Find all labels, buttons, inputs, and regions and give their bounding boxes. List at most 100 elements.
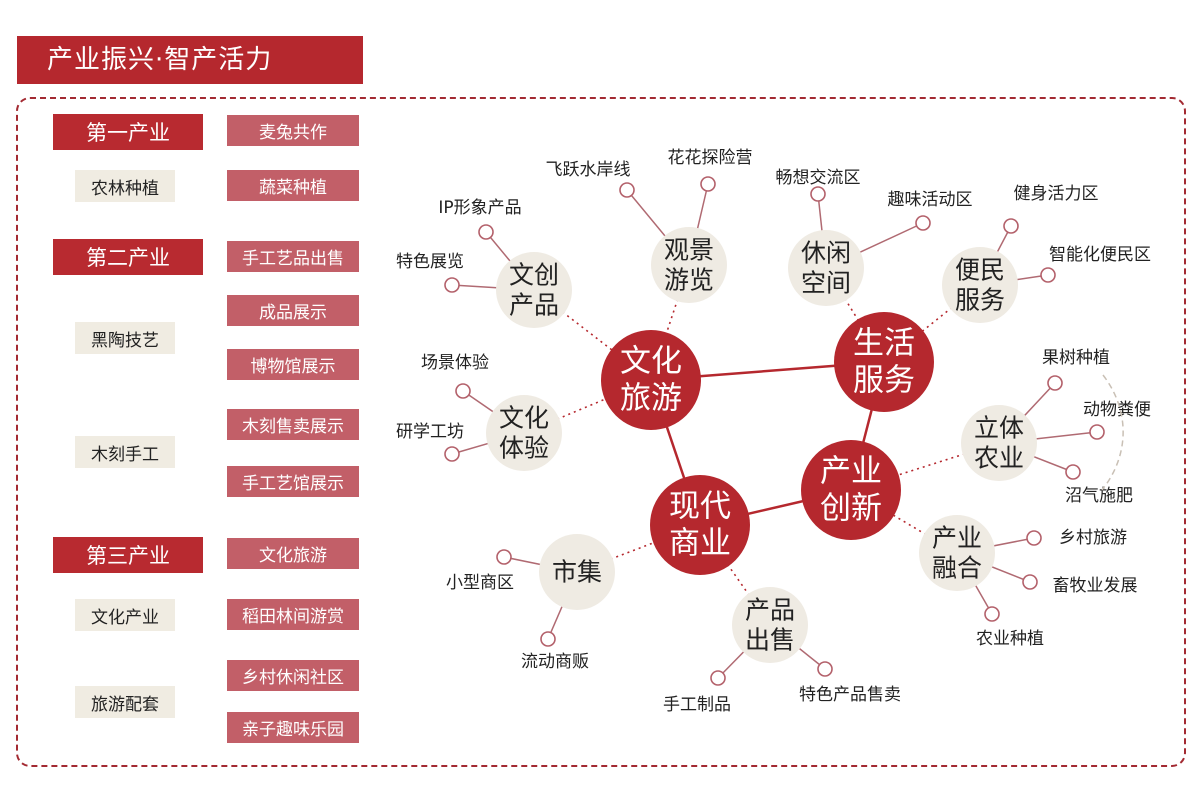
item-vegetable-planting: 蔬菜种植 xyxy=(227,170,359,201)
leaf-label-liti-2: 沼气施肥 xyxy=(1065,486,1133,506)
leaf-label-wenhuatiyan-1: 研学工坊 xyxy=(396,422,464,442)
hub-chanye-label-line-1: 创新 xyxy=(820,491,882,527)
leaf-dot-bianmin-0 xyxy=(1003,218,1019,234)
node-liti xyxy=(961,405,1037,481)
sub-agriculture-forestry: 农林种植 xyxy=(75,170,175,202)
node-ronghe-label-line-0: 产业 xyxy=(932,524,982,553)
item-wheat-rabbit: 麦兔共作 xyxy=(227,115,359,146)
leaf-dot-chanpin-1 xyxy=(817,661,833,677)
hub-chanye xyxy=(801,440,901,540)
leaf-dot-ronghe-1 xyxy=(1022,574,1038,590)
leaf-label-ronghe-0: 乡村旅游 xyxy=(1059,528,1127,548)
leaf-dot-shiji-0 xyxy=(496,549,512,565)
leaf-dot-wenhuatiyan-0 xyxy=(455,383,471,399)
node-wenchuang-label-line-1: 产品 xyxy=(509,291,559,320)
sub-tourism-support: 旅游配套 xyxy=(75,686,175,718)
leaf-dot-liti-0 xyxy=(1047,375,1063,391)
hub-wenhua-label-line-0: 文化 xyxy=(620,343,682,379)
leaf-dot-liti-1 xyxy=(1089,424,1105,440)
item-museum-display: 博物馆展示 xyxy=(227,349,359,380)
node-chanpin-label-line-0: 产品 xyxy=(745,596,795,625)
item-rural-leisure-community: 乡村休闲社区 xyxy=(227,660,359,691)
node-chanpin xyxy=(732,587,808,663)
leaf-label-bianmin-0: 健身活力区 xyxy=(1014,184,1099,204)
sub-cultural-industry: 文化产业 xyxy=(75,599,175,631)
hub-xiandai-label-line-1: 商业 xyxy=(669,526,731,562)
leaf-label-guanjing-0: 飞跃水岸线 xyxy=(546,160,631,180)
leaf-label-guanjing-1: 花花探险营 xyxy=(668,148,753,168)
node-liti-label-line-1: 农业 xyxy=(974,444,1024,473)
leaf-dot-wenchuang-0 xyxy=(478,224,494,240)
hub-wenhua-label-line-1: 旅游 xyxy=(620,381,682,417)
node-ronghe xyxy=(919,515,995,591)
leaf-label-shiji-1: 流动商贩 xyxy=(521,652,589,672)
leaf-dot-shiji-1 xyxy=(540,631,556,647)
node-xiuxian-label-line-1: 空间 xyxy=(801,269,851,298)
leaf-label-chanpin-0: 手工制品 xyxy=(663,695,731,715)
node-wenhuatiyan xyxy=(486,395,562,471)
sub-woodcarving: 木刻手工 xyxy=(75,436,175,468)
category-secondary-industry: 第二产业 xyxy=(53,239,203,275)
node-shiji xyxy=(539,534,615,610)
leaf-label-ronghe-2: 农业种植 xyxy=(976,629,1044,649)
hub-shenghuo xyxy=(834,312,934,412)
leaf-dot-chanpin-0 xyxy=(710,670,726,686)
node-guanjing-label-line-0: 观景 xyxy=(664,236,714,265)
cycle-arc xyxy=(1101,374,1124,491)
hub-wenhua xyxy=(601,330,701,430)
leaf-label-xiuxian-1: 趣味活动区 xyxy=(888,190,973,210)
link-chanpin xyxy=(699,524,771,626)
item-product-display: 成品展示 xyxy=(227,295,359,326)
hub-xiandai-label-line-0: 现代 xyxy=(669,488,731,524)
leaf-dot-ronghe-0 xyxy=(1026,530,1042,546)
node-wenhuatiyan-label-line-1: 体验 xyxy=(499,434,549,463)
node-guanjing xyxy=(651,227,727,303)
node-shiji-label-line-0: 市集 xyxy=(552,558,602,587)
leaf-dot-xiuxian-0 xyxy=(810,186,826,202)
category-tertiary-industry: 第三产业 xyxy=(53,537,203,573)
node-wenchuang xyxy=(496,252,572,328)
leaf-dot-wenhuatiyan-1 xyxy=(444,446,460,462)
leaf-dot-xiuxian-1 xyxy=(915,215,931,231)
leaf-label-wenhuatiyan-0: 场景体验 xyxy=(421,353,489,373)
node-xiuxian-label-line-0: 休闲 xyxy=(801,239,851,268)
node-wenhuatiyan-label-line-0: 文化 xyxy=(499,404,549,433)
leaf-dot-bianmin-1 xyxy=(1040,267,1056,283)
item-handicraft-sale: 手工艺品出售 xyxy=(227,241,359,272)
leaf-label-chanpin-1: 特色产品售卖 xyxy=(799,685,901,705)
node-bianmin-label-line-0: 便民 xyxy=(955,256,1005,285)
leaf-dot-guanjing-1 xyxy=(700,176,716,192)
node-chanpin-label-line-1: 出售 xyxy=(745,626,795,655)
node-liti-label-line-0: 立体 xyxy=(974,414,1024,443)
hub-xiandai xyxy=(650,475,750,575)
leaf-dot-liti-2 xyxy=(1065,464,1081,480)
category-primary-industry: 第一产业 xyxy=(53,114,203,150)
node-bianmin xyxy=(942,247,1018,323)
node-guanjing-label-line-1: 游览 xyxy=(664,266,714,295)
item-woodcarving-sale: 木刻售卖展示 xyxy=(227,409,359,440)
node-ronghe-label-line-1: 融合 xyxy=(932,554,982,583)
leaf-label-wenchuang-1: 特色展览 xyxy=(396,252,464,272)
hub-shenghuo-label-line-0: 生活 xyxy=(853,325,915,361)
leaf-label-ronghe-1: 畜牧业发展 xyxy=(1053,576,1138,596)
node-wenchuang-label-line-0: 文创 xyxy=(509,261,559,290)
node-xiuxian xyxy=(788,230,864,306)
node-bianmin-label-line-1: 服务 xyxy=(955,286,1005,315)
item-paddy-forest-tour: 稻田林间游赏 xyxy=(227,599,359,630)
leaf-dot-ronghe-2 xyxy=(984,606,1000,622)
link-guanjing xyxy=(650,264,690,381)
item-craft-hall: 手工艺馆展示 xyxy=(227,466,359,497)
leaf-label-wenchuang-0: IP形象产品 xyxy=(438,198,521,218)
leaf-label-liti-1: 动物粪便 xyxy=(1083,400,1151,420)
leaf-label-shiji-0: 小型商区 xyxy=(446,573,514,593)
item-parent-child-park: 亲子趣味乐园 xyxy=(227,712,359,743)
leaf-label-xiuxian-0: 畅想交流区 xyxy=(776,168,861,188)
leaf-label-liti-0: 果树种植 xyxy=(1042,348,1110,368)
content-frame xyxy=(16,97,1186,767)
hub-chanye-label-line-0: 产业 xyxy=(820,453,882,489)
hub-shenghuo-label-line-1: 服务 xyxy=(853,363,915,399)
leaf-dot-guanjing-0 xyxy=(619,182,635,198)
item-cultural-tourism: 文化旅游 xyxy=(227,538,359,569)
leaf-label-bianmin-1: 智能化便民区 xyxy=(1049,245,1151,265)
